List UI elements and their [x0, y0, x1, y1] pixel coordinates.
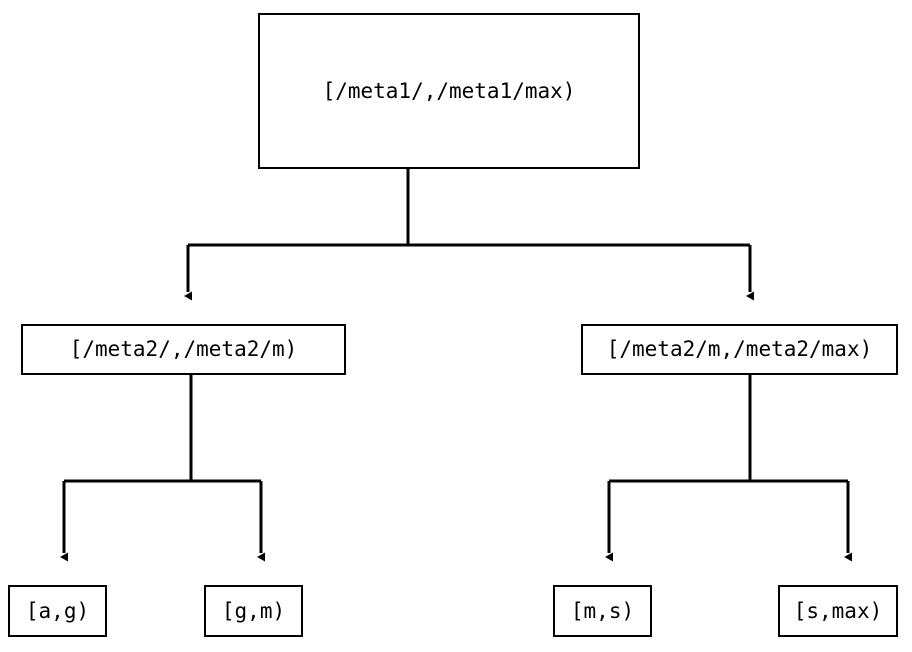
node-mid-right-label: [/meta2/m,/meta2/max): [606, 337, 873, 361]
node-leaf-g-m-label: [g,m): [221, 598, 286, 623]
node-root[interactable]: [/meta1/,/meta1/max): [258, 13, 640, 169]
node-leaf-m-s-label: [m,s): [570, 598, 635, 623]
node-leaf-g-m[interactable]: [g,m): [204, 585, 303, 637]
node-leaf-s-max[interactable]: [s,max): [778, 585, 898, 637]
node-mid-left[interactable]: [/meta2/,/meta2/m): [21, 324, 346, 375]
node-leaf-m-s[interactable]: [m,s): [553, 585, 652, 637]
node-mid-left-label: [/meta2/,/meta2/m): [69, 337, 298, 361]
node-root-label: [/meta1/,/meta1/max): [322, 78, 576, 103]
node-leaf-s-max-label: [s,max): [793, 598, 883, 623]
node-mid-right[interactable]: [/meta2/m,/meta2/max): [581, 324, 898, 375]
node-leaf-a-g-label: [a,g): [25, 598, 90, 623]
node-leaf-a-g[interactable]: [a,g): [8, 585, 107, 637]
